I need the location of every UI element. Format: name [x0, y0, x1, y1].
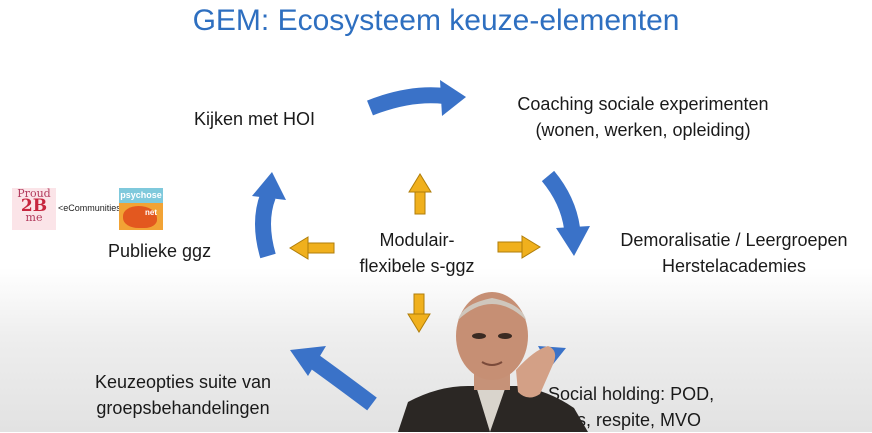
center-arrow-left — [289, 236, 335, 260]
cycle-arrow-top — [367, 80, 466, 116]
node-keuzeopties: Keuzeopties suite van groepsbehandelinge… — [78, 369, 288, 421]
node-keuzeopties-line2: groepsbehandelingen — [96, 398, 270, 418]
cycle-arrow-bottom-left — [290, 346, 377, 411]
proud2bme-logo-line3: me — [25, 211, 43, 224]
psychosenet-logo: psychose net — [119, 188, 163, 230]
node-demoralisatie-line1: Demoralisatie / Leergroepen — [620, 230, 848, 250]
node-social-holding-line2: ats, respite, MVO — [562, 410, 702, 430]
center-arrow-down — [407, 293, 431, 333]
cycle-arrow-left — [252, 172, 286, 259]
proud2bme-logo-line1: Proud — [17, 188, 51, 200]
psychosenet-logo-bottom: net — [145, 208, 157, 217]
proud2bme-logo: Proud 2B me — [12, 188, 56, 230]
node-demoralisatie-line2: Herstelacademies — [661, 256, 807, 276]
node-publieke-ggz: Publieke ggz — [108, 241, 212, 261]
node-center-line1: Modulair- — [379, 230, 455, 250]
node-demoralisatie: Demoralisatie / Leergroepen Herstelacade… — [600, 227, 868, 279]
ecommunities-label: <eCommunities> — [58, 203, 127, 213]
node-social-holding-line1: Social holding: POD, — [548, 384, 715, 404]
slide-title: GEM: Ecosysteem keuze-elementen — [192, 4, 680, 37]
node-center: Modulair- flexibele s-ggz — [342, 227, 492, 279]
node-center-line2: flexibele s-ggz — [359, 256, 475, 276]
node-keuzeopties-line1: Keuzeopties suite van — [94, 372, 272, 392]
presenter-video — [398, 292, 588, 432]
psychosenet-logo-shape — [123, 206, 157, 228]
node-coaching-line2: (wonen, werken, opleiding) — [535, 120, 751, 140]
proud2bme-logo-line2: 2B — [20, 196, 48, 216]
node-coaching: Coaching sociale experimenten (wonen, we… — [498, 91, 788, 143]
psychosenet-logo-top: psychose — [119, 188, 163, 203]
center-arrow-right — [497, 235, 541, 259]
node-social-holding: Social holding: POD, ats, respite, MVO — [548, 381, 714, 433]
center-arrow-up — [408, 173, 432, 215]
node-kijken-met-hoi: Kijken met HOI — [194, 109, 316, 129]
cycle-arrow-right — [541, 170, 590, 256]
node-coaching-line1: Coaching sociale experimenten — [517, 94, 769, 114]
